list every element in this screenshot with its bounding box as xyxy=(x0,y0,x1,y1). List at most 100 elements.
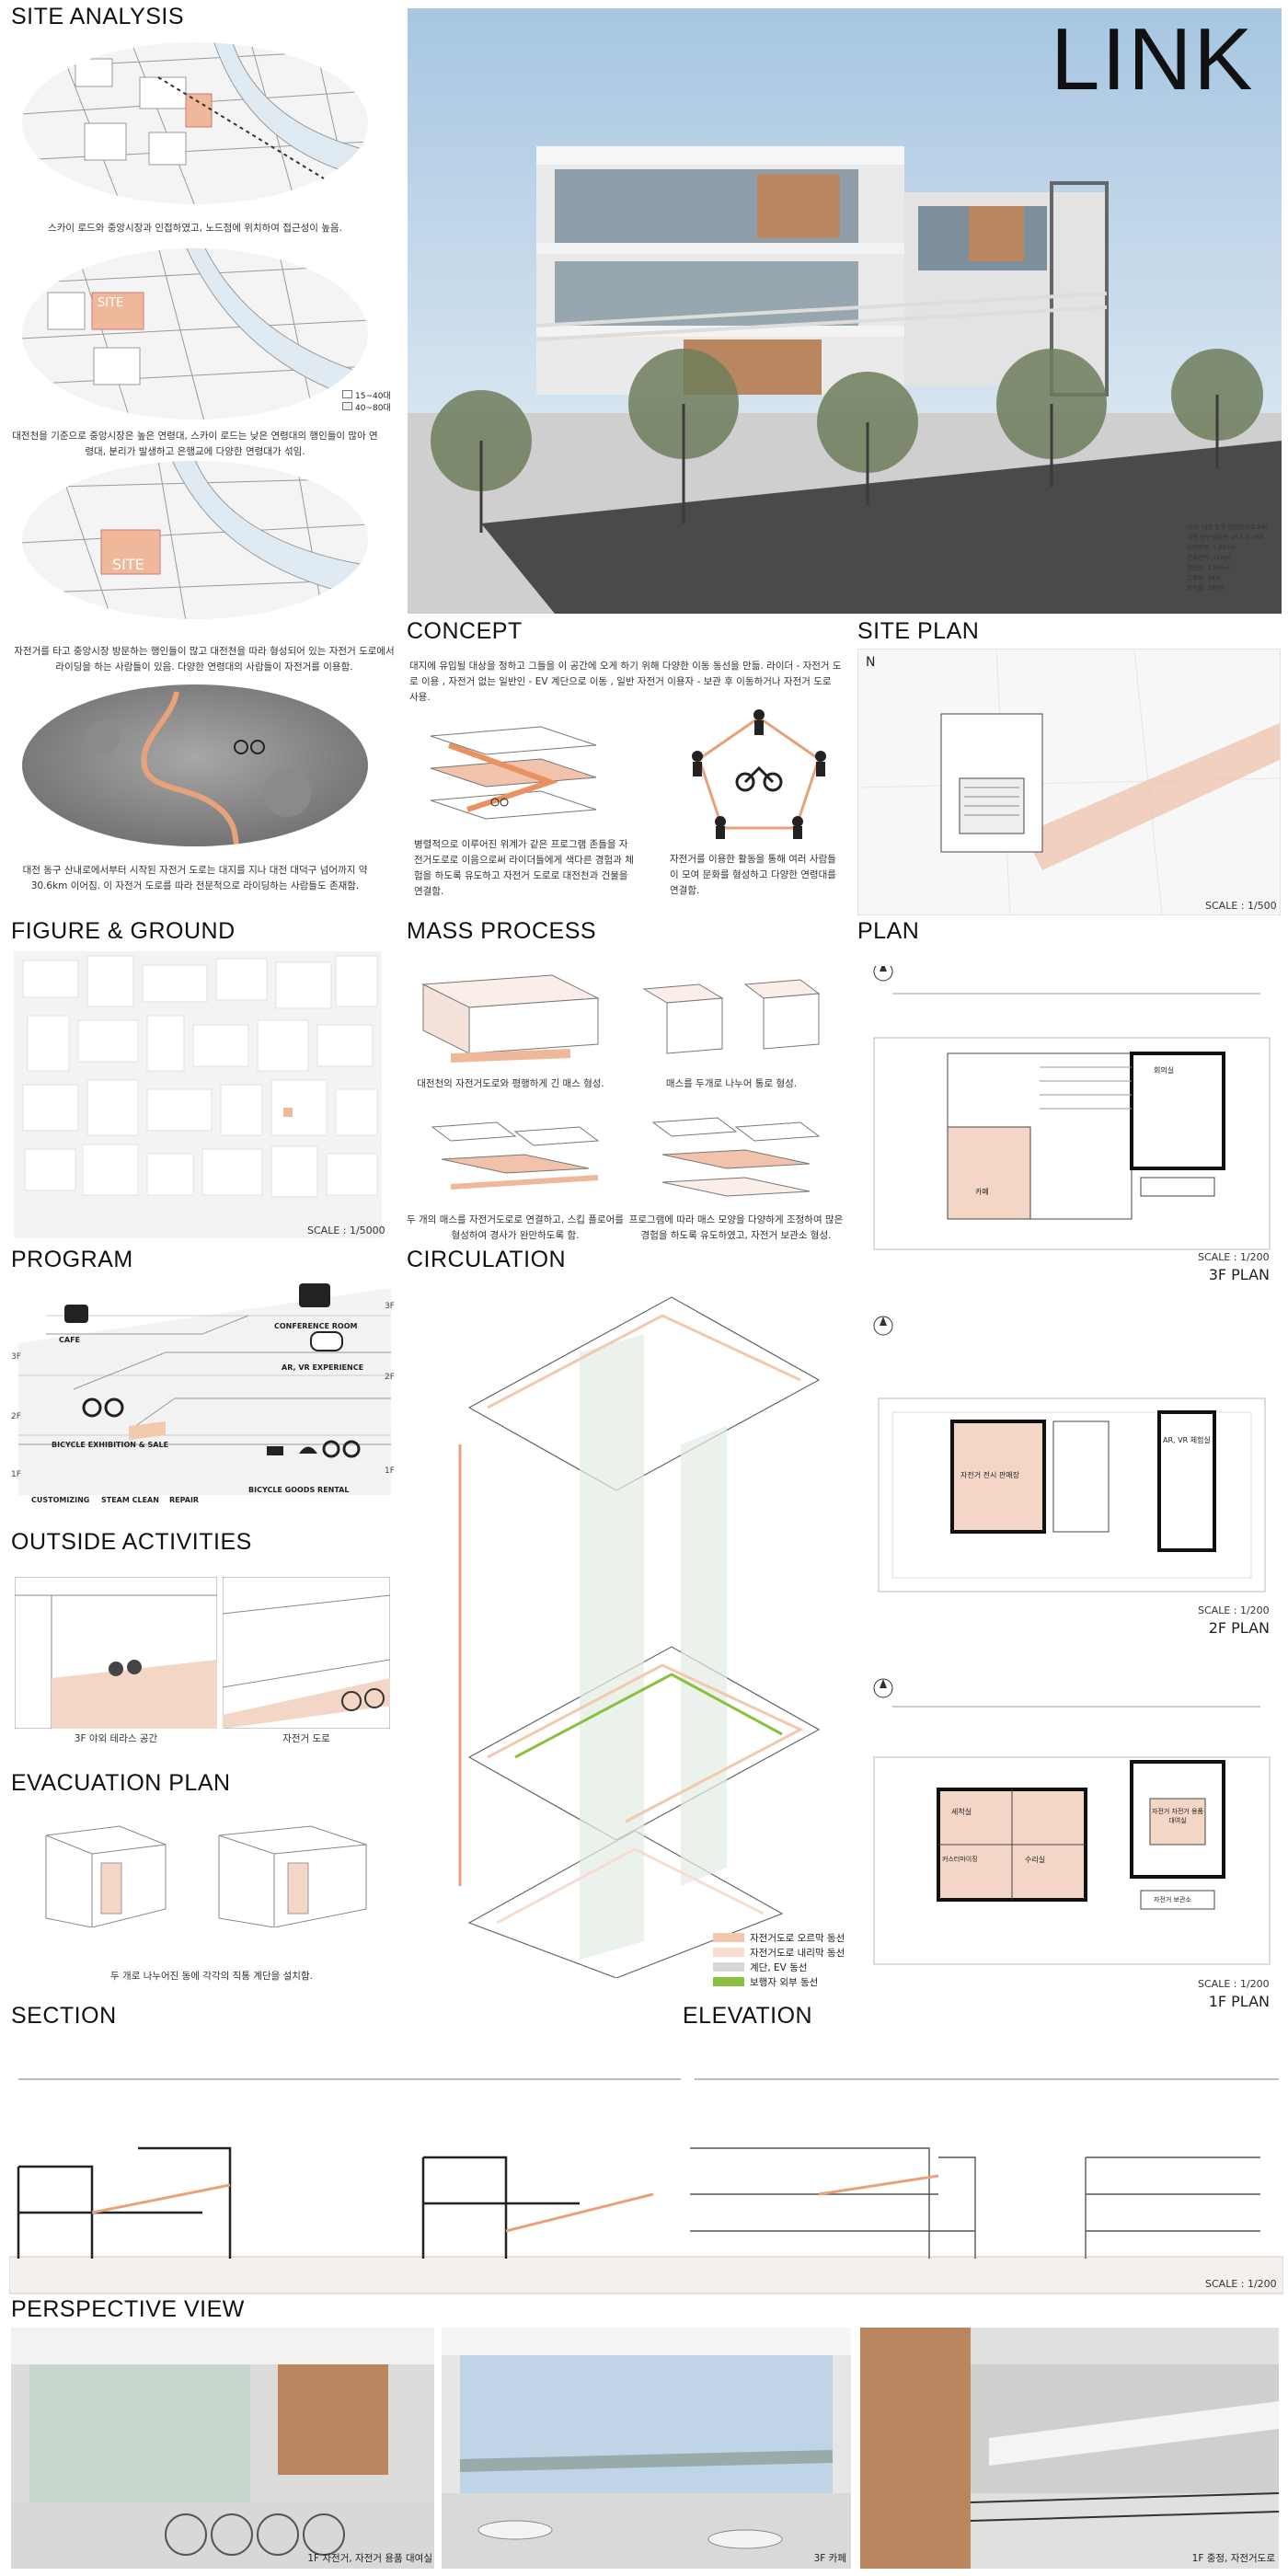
age-legend: 15~40대 40~80대 xyxy=(342,390,391,414)
outside-terrace-image xyxy=(15,1577,217,1729)
site-map-aerial xyxy=(20,683,370,848)
concept-diagram-right xyxy=(681,704,837,842)
perspective-2-caption: 3F 카페 xyxy=(813,2553,846,2564)
plan-1f-bike-store: 자전거 보관소 xyxy=(1154,1896,1191,1903)
figure-ground-scale: SCALE : 1/5000 xyxy=(307,1225,385,1236)
circulation-legend: 자전거도로 오르막 동선 자전거도로 내리막 동선 계단, EV 동선 보행자 … xyxy=(713,1930,845,1989)
render-info-2: 대전 동구 대흥동 457-4, 455 xyxy=(1187,534,1264,541)
plan-2f-label: 2F PLAN xyxy=(1208,1619,1270,1637)
legend-label-1: 자전거도로 오르막 동선 xyxy=(750,1932,845,1944)
outside-bike-road-image xyxy=(223,1577,390,1729)
site-plan-scale: SCALE : 1/500 xyxy=(1205,900,1277,912)
concept-diagram-left xyxy=(412,718,642,828)
plan-3f-cafe: 카페 xyxy=(975,1188,989,1196)
outside-right-caption: 자전거 도로 xyxy=(282,1733,330,1744)
program-exhibition: BICYCLE EXHIBITION & SALE xyxy=(52,1441,169,1449)
program-diagram xyxy=(18,1279,391,1504)
heading-elevation: ELEVATION xyxy=(683,2003,813,2029)
concept-right-caption: 자전거를 이용한 활동을 통해 여러 사람들이 모여 문화를 형성하고 다양한 … xyxy=(670,854,836,896)
site-map-1 xyxy=(20,40,370,206)
hero-title: LINK xyxy=(1051,10,1255,109)
legend-label-4: 보행자 외부 동선 xyxy=(750,1976,819,1988)
legend-item-3: 계단, EV 동선 xyxy=(713,1960,845,1974)
perspective-1-caption: 1F 자전거, 자전거 용품 대여실 xyxy=(307,2553,432,2564)
perspective-3 xyxy=(860,2328,1279,2569)
mass-step-4-caption: 프로그램에 따라 매스 모양을 다양하게 조정하여 많은 경험을 하도록 유도하… xyxy=(628,1214,844,1241)
site-map-4-caption: 대전 동구 산내로에서부터 시작된 자전거 도로는 대지를 지나 대전 대덕구 … xyxy=(22,865,368,891)
mass-step-2 xyxy=(635,966,828,1067)
program-rental: BICYCLE GOODS RENTAL xyxy=(248,1486,350,1494)
mass-step-1 xyxy=(414,966,607,1067)
render-info-5: 연면적: 1,850㎡ xyxy=(1187,564,1231,571)
mass-step-3-caption: 두 개의 매스를 자전거도로로 연결하고, 스킵 플로어를 형성하여 경사가 완… xyxy=(407,1214,624,1241)
perspective-1 xyxy=(11,2328,434,2569)
program-floor-3f: 3F xyxy=(11,1352,21,1362)
program-floor-1f: 1F xyxy=(11,1470,21,1479)
mass-step-1-caption: 대전천의 자전거도로와 평행하게 긴 매스 형성. xyxy=(417,1078,604,1089)
plan-1f-repair: 수리실 xyxy=(1025,1856,1046,1864)
perspective-2 xyxy=(442,2328,851,2569)
render-info: 대지: 대전 동구 대전천서로 445 대전 동구 대흥동 457-4, 455… xyxy=(1187,523,1269,593)
plan-3f-label: 3F PLAN xyxy=(1208,1266,1270,1283)
plan-1f-scale: SCALE : 1/200 xyxy=(1198,1978,1270,1990)
plan-1f-custom: 커스터마이징 xyxy=(942,1856,978,1863)
program-arvr: AR, VR EXPERIENCE xyxy=(282,1363,364,1372)
perspective-3-caption: 1F 중정, 자전거도로 xyxy=(1191,2553,1275,2564)
render-info-1: 대지: 대전 동구 대전천서로 445 xyxy=(1187,523,1269,531)
section-elevation-drawing xyxy=(9,2029,1283,2295)
site-map-3 xyxy=(20,460,370,621)
plan-3f-conference: 회의실 xyxy=(1154,1066,1175,1075)
section-scale: SCALE : 1/200 xyxy=(1205,2278,1277,2290)
concept-left-caption: 병렬적으로 이루어진 위계가 같은 프로그램 존들을 자전거도로로 이음으로써 … xyxy=(414,839,634,897)
program-steam: STEAM CLEAN xyxy=(101,1496,159,1504)
program-side-3f: 3F xyxy=(385,1302,395,1311)
svg-text:N: N xyxy=(866,655,875,670)
legend-item-1: 자전거도로 오르막 동선 xyxy=(713,1930,845,1945)
program-side-1f: 1F xyxy=(385,1466,395,1476)
plan-1f-label: 1F PLAN xyxy=(1208,1993,1270,2010)
circulation-diagram xyxy=(432,1279,846,1978)
mass-step-3 xyxy=(414,1104,607,1205)
program-cafe: CAFE xyxy=(59,1336,80,1344)
age-legend-1: 15~40대 xyxy=(355,392,391,401)
heading-outside-activities: OUTSIDE ACTIVITIES xyxy=(11,1529,252,1555)
render-info-7: 용적률: 100% xyxy=(1187,584,1225,592)
render-info-3: 대지면적: 1,850㎡ xyxy=(1187,544,1236,551)
program-side-2f: 2F xyxy=(385,1373,395,1382)
heading-perspective-view: PERSPECTIVE VIEW xyxy=(11,2296,245,2322)
plan-1f-wash: 세척실 xyxy=(951,1808,972,1816)
plan-2f-exhibit: 자전거 전시 판매장 xyxy=(960,1471,1019,1479)
heading-site-plan: SITE PLAN xyxy=(857,618,980,644)
program-floor-2f: 2F xyxy=(11,1412,21,1421)
legend-item-4: 보행자 외부 동선 xyxy=(713,1974,845,1989)
plan-1f-rental: 자전거 자전거 용품 대여실 xyxy=(1152,1808,1203,1824)
render-info-6: 건폐율: 39% xyxy=(1187,574,1221,581)
program-repair: REPAIR xyxy=(169,1496,200,1504)
site-plan: N xyxy=(857,649,1281,915)
site-tag-2: SITE xyxy=(98,296,124,310)
legend-label-2: 자전거도로 내리막 동선 xyxy=(750,1947,845,1959)
heading-program: PROGRAM xyxy=(11,1247,133,1272)
site-map-3-caption: 자전거를 타고 중앙시장 방문하는 행인들이 많고 대전천을 따라 형성되어 있… xyxy=(14,646,395,673)
outside-left-caption: 3F 야외 테라스 공간 xyxy=(74,1733,158,1744)
legend-item-2: 자전거도로 내리막 동선 xyxy=(713,1945,845,1960)
evacuation-diagram-right xyxy=(210,1817,385,1927)
heading-figure-ground: FIGURE & GROUND xyxy=(11,918,236,944)
site-map-2-caption: 대전천을 기준으로 중앙시장은 높은 연령대, 스카이 로드는 낮은 연령대의 … xyxy=(12,431,378,457)
site-map-2 xyxy=(20,247,370,421)
heading-concept: CONCEPT xyxy=(407,618,523,644)
program-conference: CONFERENCE ROOM xyxy=(274,1322,358,1330)
mass-step-2-caption: 매스를 두개로 나누어 통로 형성. xyxy=(665,1078,798,1089)
site-map-1-caption: 스카이 로드와 중앙시장과 인접하였고, 노드점에 위치하여 접근성이 높음. xyxy=(48,223,342,234)
figure-ground-map xyxy=(14,951,382,1238)
heading-mass-process: MASS PROCESS xyxy=(407,918,597,944)
site-tag-3: SITE xyxy=(112,556,144,573)
plan-2f-ar: AR, VR 체험실 xyxy=(1163,1436,1211,1444)
plan-2f-scale: SCALE : 1/200 xyxy=(1198,1604,1270,1616)
concept-text: 대지에 유입될 대상을 정하고 그들을 이 공간에 오게 하기 위해 다양한 이… xyxy=(409,661,842,703)
plan-1f xyxy=(865,1670,1279,1973)
hero-render xyxy=(408,8,1282,614)
mass-step-4 xyxy=(635,1104,828,1205)
heading-section: SECTION xyxy=(11,2003,117,2029)
heading-site-analysis: SITE ANALYSIS xyxy=(11,4,185,29)
